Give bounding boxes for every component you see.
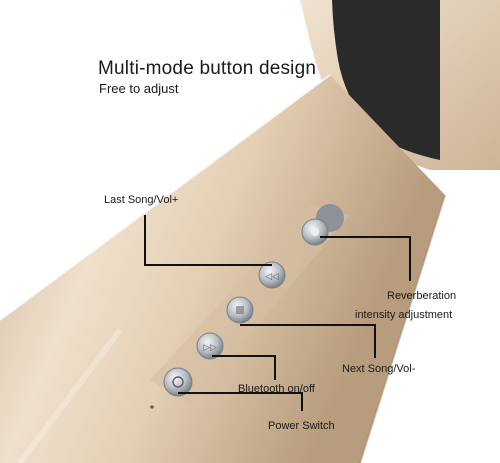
reverb-label: Reverberation [387, 290, 457, 302]
speaker-mesh [332, 0, 440, 160]
bluetooth-button: ▷▷ [196, 332, 224, 360]
volume-plus-icon: ◁◁ [265, 272, 279, 282]
bluetooth-icon: ▷▷ [203, 343, 217, 353]
reverb-button [301, 204, 344, 246]
headline: Multi-mode button design [98, 58, 317, 79]
power-icon [172, 376, 184, 388]
last-song-label: Last Song/Vol+ [104, 194, 179, 206]
indicator-dot [150, 405, 154, 409]
microphone-handle [0, 74, 446, 463]
next-song-icon [236, 306, 244, 314]
next-song-label: Next Song/Vol- [342, 363, 416, 375]
power-button [163, 367, 193, 397]
reverb-label-line2: intensity adjustment [355, 309, 453, 321]
next-song-button [226, 296, 254, 324]
power-label: Power Switch [268, 420, 335, 432]
vol-plus-button: ◁◁ [258, 261, 286, 289]
subline: Free to adjust [99, 81, 179, 96]
callout-lines [144, 215, 411, 411]
bluetooth-label: Bluetooth on/off [238, 383, 315, 395]
reverb-icon [311, 228, 319, 236]
